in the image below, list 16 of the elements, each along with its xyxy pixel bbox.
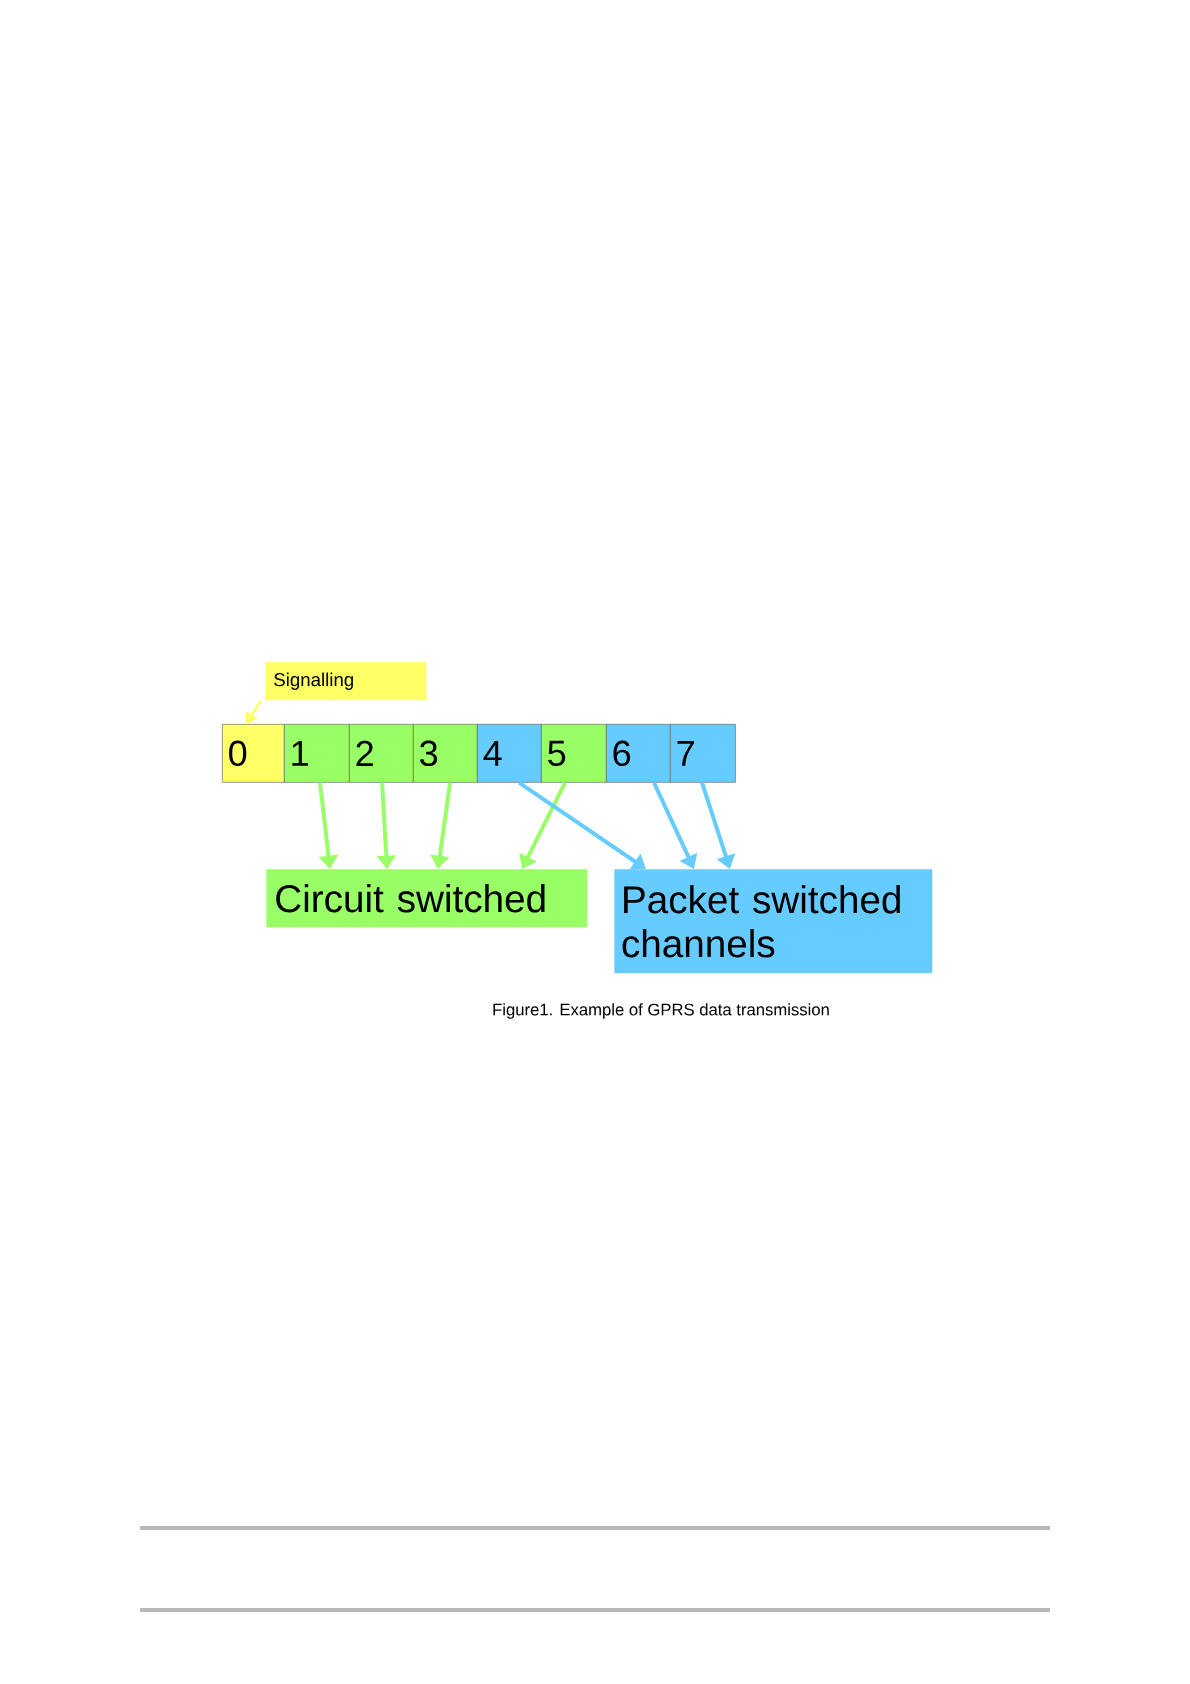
label-box: Signalling [265,662,427,701]
time-slot-cell: 4 [477,724,542,783]
time-slot-cell: 2 [349,724,414,783]
figure-caption: Figure1. Example of GPRS data transmission [493,1003,829,1019]
arrow [652,781,698,869]
circuit-box: Circuit switched [266,869,588,928]
arrow [517,781,646,870]
arrow [519,781,567,869]
time-slot-cell: 0 [222,724,285,783]
time-slot-cell: 6 [606,724,671,783]
time-slot-cell: 7 [670,724,736,783]
time-slot-cell: 3 [413,724,478,783]
time-slot-cell: 1 [284,724,350,783]
arrow [245,699,263,724]
packet-box: Packet switched channels [614,869,933,974]
time-slot-cell: 5 [541,724,607,783]
